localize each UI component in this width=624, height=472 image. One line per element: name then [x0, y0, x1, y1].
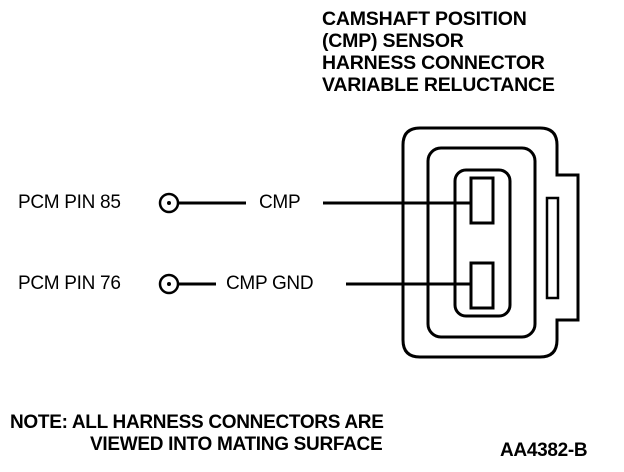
note-line-1: NOTE: ALL HARNESS CONNECTORS ARE [10, 412, 384, 433]
cmp-gnd-circuit-label: CMP GND [226, 273, 314, 294]
figure-code: AA4382-B [500, 440, 588, 461]
pcm-pin-76-label: PCM PIN 76 [18, 273, 121, 294]
pcm-pin-76-dot [167, 282, 171, 286]
connector-housing [401, 126, 580, 359]
terminal-cavity [453, 168, 512, 318]
pcm-pin-85-dot [167, 201, 171, 205]
connector-lock-tab [545, 196, 560, 300]
note-line-2: VIEWED INTO MATING SURFACE [90, 434, 383, 455]
pcm-pin-85-label: PCM PIN 85 [18, 192, 121, 213]
diagram-title: CAMSHAFT POSITION (CMP) SENSOR HARNESS C… [322, 8, 555, 96]
title-line-1: CAMSHAFT POSITION [322, 8, 527, 30]
cmp-circuit-label: CMP [259, 192, 301, 213]
viewing-note: NOTE: ALL HARNESS CONNECTORS ARE VIEWED … [10, 412, 384, 456]
title-line-4: VARIABLE RELUCTANCE [322, 74, 555, 96]
connector-inner-wall [426, 146, 537, 339]
terminal-cmp-gnd [469, 261, 495, 310]
title-line-2: (CMP) SENSOR [322, 30, 464, 52]
title-line-3: HARNESS CONNECTOR [322, 52, 545, 74]
terminal-cmp [469, 176, 495, 225]
